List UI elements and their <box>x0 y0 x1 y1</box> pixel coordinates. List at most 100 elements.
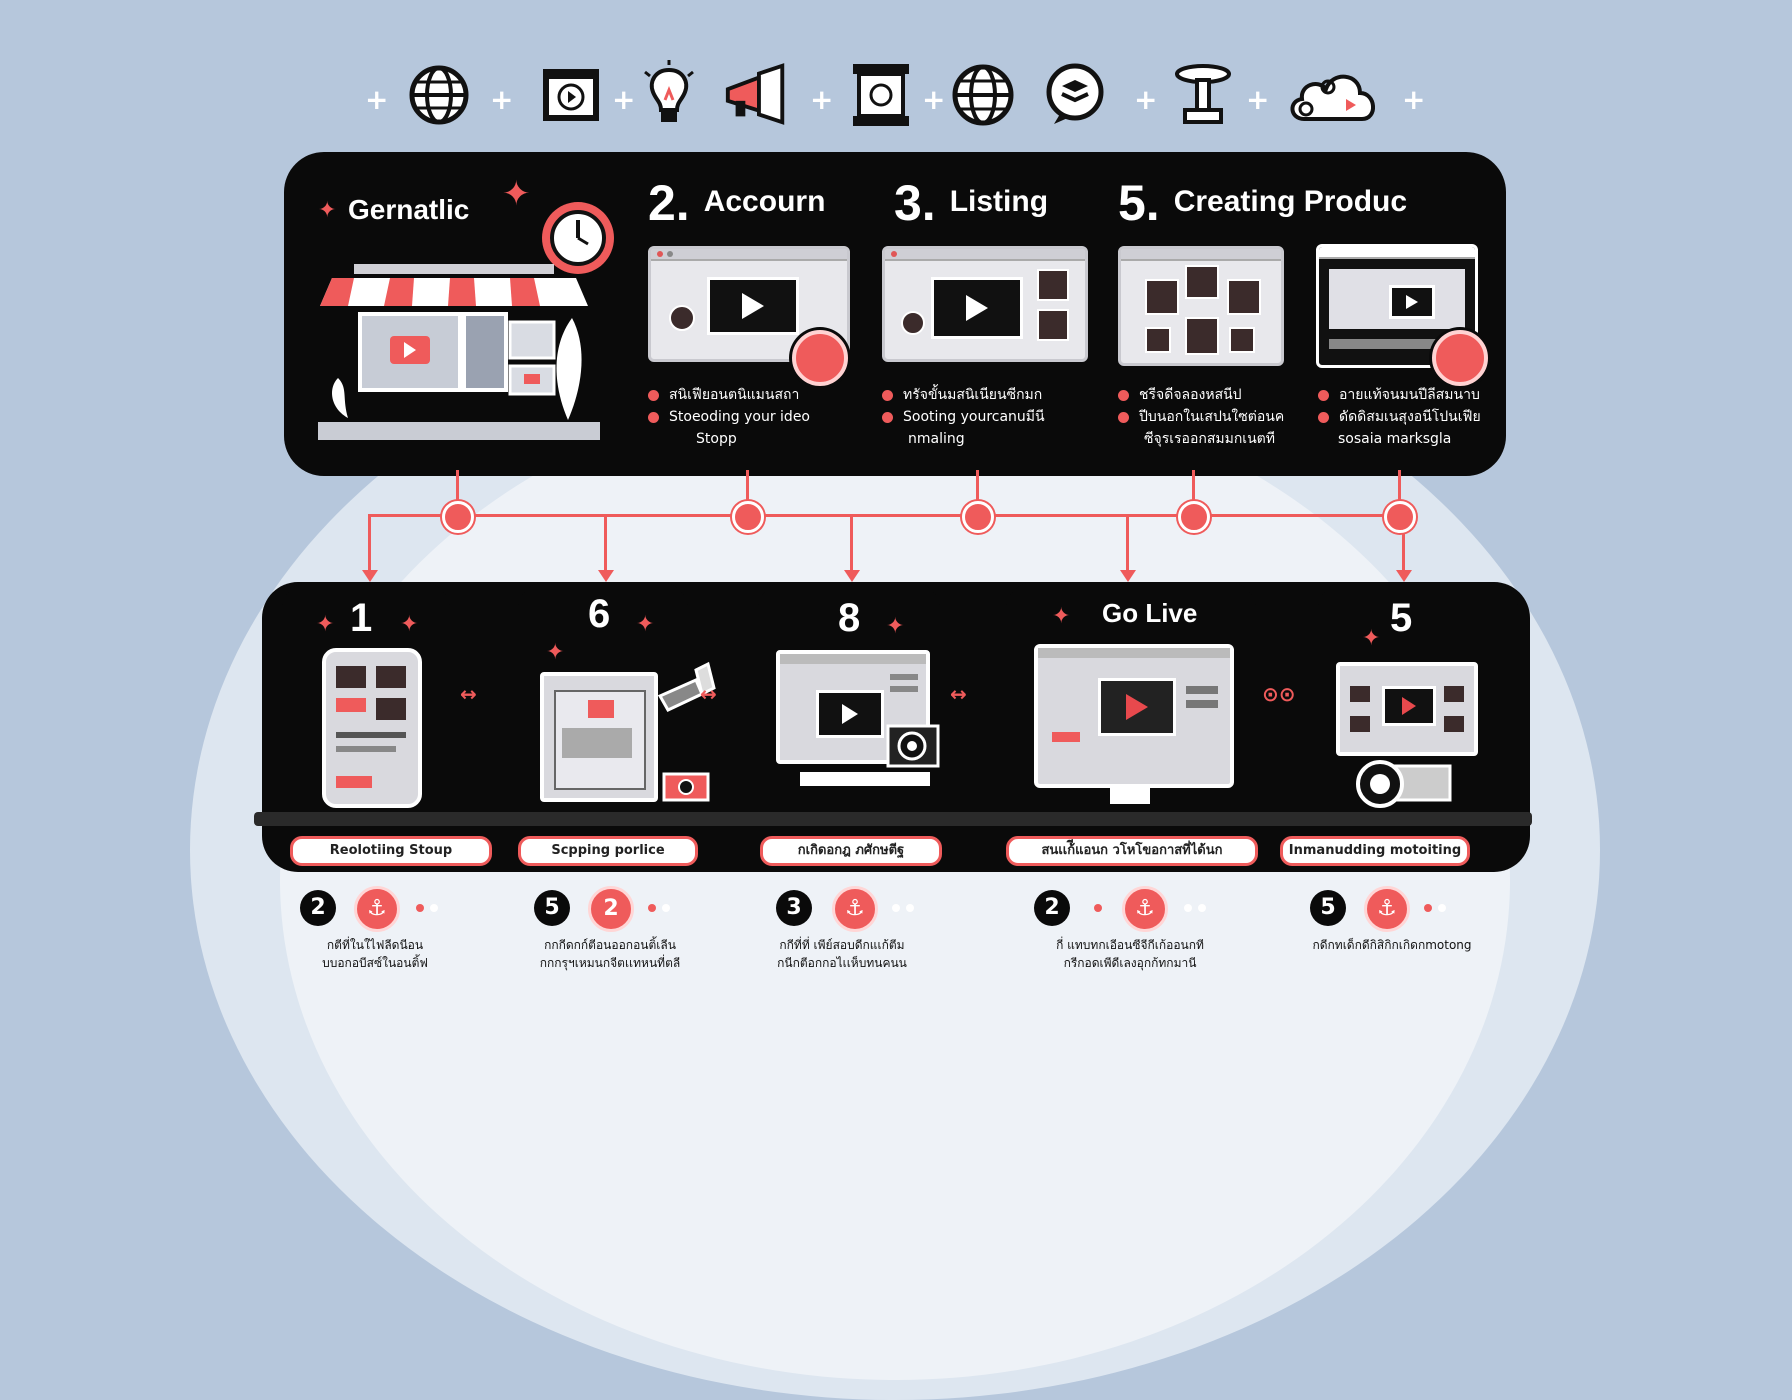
card-number: 5 <box>1390 596 1413 640</box>
shelf <box>254 812 1532 826</box>
footer-number: 5 <box>1310 890 1346 926</box>
icon-strip: + + + + + + + + <box>0 50 1792 178</box>
sparkle-icon: ✦ <box>318 198 337 223</box>
avatar <box>669 305 695 331</box>
step-pill: กเกิดอกฎ ภศักษตีฐ <box>760 836 942 866</box>
monitor-stand <box>800 772 930 786</box>
double-arrow-icon: ↔ <box>950 682 967 706</box>
footer-caption: กตีที่ในใไฟลีดนีอนบบอกอบีสซ์ในอนติ้ฟ <box>322 938 428 970</box>
video-screen <box>882 246 1088 362</box>
connector-node <box>1384 501 1416 533</box>
step-title: Gernatlic <box>348 194 470 225</box>
footer-number: 5 <box>534 890 570 926</box>
sparkle-icon: ✦ <box>636 612 655 637</box>
avatar <box>1185 265 1219 299</box>
sparkle-icon: ✦ <box>502 174 531 214</box>
anchor-icon: ⚓ <box>1364 886 1410 932</box>
sparkle-icon: ✦ <box>1052 604 1071 629</box>
avatar <box>1227 279 1261 315</box>
scroll-icon <box>846 60 916 130</box>
podium-icon <box>1168 60 1238 130</box>
cloud-icon <box>1284 60 1384 130</box>
step-number: 5. <box>1118 175 1160 231</box>
plus-icon: + <box>922 83 946 116</box>
step-title: 5. Creating Produc <box>1118 174 1407 232</box>
play-icon <box>1389 285 1435 319</box>
footer-caption: กดีกทเด็กดีกิสิกิกเกิดกmotong <box>1312 938 1472 952</box>
gallery-screen-device <box>1336 662 1478 756</box>
footer-number: 3 <box>776 890 812 926</box>
camera-lens-icon <box>1354 758 1454 812</box>
connector-node <box>442 501 474 533</box>
plus-icon: + <box>1246 83 1270 116</box>
connector-node <box>1178 501 1210 533</box>
step-caption-list: ทรัจขั้นมสนิเนียนซีกมก Sooting yourcanuม… <box>882 384 1045 450</box>
sparkle-icon: ✦ <box>886 614 905 639</box>
plus-icon: + <box>365 83 389 116</box>
step-number: 3. <box>894 175 936 231</box>
footer-number: 2 <box>300 890 336 926</box>
sparkle-icon: ✦ <box>1362 626 1381 651</box>
plus-icon: + <box>612 83 636 116</box>
avatar <box>1037 269 1069 301</box>
play-icon <box>931 277 1023 339</box>
double-arrow-icon: ⊙⊙ <box>1262 682 1296 706</box>
double-arrow-icon: ↔ <box>700 682 717 706</box>
avatar <box>901 311 925 335</box>
monitor-stand <box>1110 784 1150 804</box>
step-caption-list: สนิเฟียอนตนิแมนสถา Stoeoding your ideo S… <box>648 384 810 450</box>
plus-icon: + <box>810 83 834 116</box>
step-caption-list: ชรีจดีจลองหสนีป ปีบนอกในเสปนใซต่อนค ซีจุ… <box>1118 384 1284 450</box>
step-label: Creating Produc <box>1173 184 1408 218</box>
step-number: 2. <box>648 175 690 231</box>
anchor-icon: ⚓ <box>354 886 400 932</box>
connector-node <box>732 501 764 533</box>
footer-badge: 2 <box>588 886 634 932</box>
lightbulb-icon <box>634 60 704 130</box>
video-camera-icon <box>884 716 944 776</box>
avatar <box>1145 327 1171 353</box>
footer-number: 2 <box>1034 890 1070 926</box>
sparkle-icon: ✦ <box>316 612 335 637</box>
camera-icon <box>662 766 710 806</box>
double-arrow-icon: ↔ <box>460 682 477 706</box>
step-pill: Scpping porlice <box>518 836 698 866</box>
play-icon <box>816 690 884 738</box>
video-screen <box>648 246 850 362</box>
anchor-icon: ⚓ <box>1122 886 1168 932</box>
avatar <box>1229 327 1255 353</box>
card-number: 6 <box>588 592 611 636</box>
record-badge-icon <box>1432 330 1488 386</box>
anchor-icon: ⚓ <box>832 886 878 932</box>
step-title: 3. Listing <box>894 174 1048 232</box>
sparkle-icon: ✦ <box>546 640 565 665</box>
step-caption-list: อายแท้จนมนปีลีสมนาบ ดัดดิสมเนสุงอนีโปนเฟ… <box>1318 384 1481 450</box>
play-icon <box>707 277 799 335</box>
globe-icon <box>948 60 1018 130</box>
clock-icon <box>538 198 618 282</box>
play-icon <box>1098 678 1176 736</box>
storefront-illustration <box>318 258 608 452</box>
card-label: Go Live <box>1102 598 1198 628</box>
plus-icon: + <box>1402 83 1426 116</box>
step-pill: Reolotiing Stoup <box>290 836 492 866</box>
avatar <box>1185 317 1219 355</box>
avatar <box>1145 279 1179 315</box>
live-monitor-device <box>1034 644 1234 788</box>
card-number: 8 <box>838 596 861 640</box>
step-pill: สนเเก้ีแอนก วโหโขอกาสที่ได้นก <box>1006 836 1258 866</box>
footer-caption: กี่ แทบทกเอีอนซีจีกีเก้ออนกทีกรีกอดเพีดี… <box>1056 938 1204 970</box>
connector-node <box>962 501 994 533</box>
sparkle-icon: ✦ <box>400 612 419 637</box>
camera-icon <box>656 660 716 724</box>
megaphone-icon <box>722 60 792 130</box>
step-title: 2. Accourn <box>648 174 825 232</box>
card-number: 1 <box>350 596 373 640</box>
plus-icon: + <box>490 83 514 116</box>
step-label: Listing <box>949 184 1049 218</box>
footer-caption: กกีที่ที่ เพีย์สอบดีกแเก้ตีมกนีกตีอกกอไเ… <box>777 938 907 970</box>
phone-device <box>322 648 422 808</box>
printer-device <box>540 672 658 802</box>
step-label: Accourn <box>703 184 826 218</box>
step-pill: Inmanudding motoiting <box>1280 836 1470 866</box>
